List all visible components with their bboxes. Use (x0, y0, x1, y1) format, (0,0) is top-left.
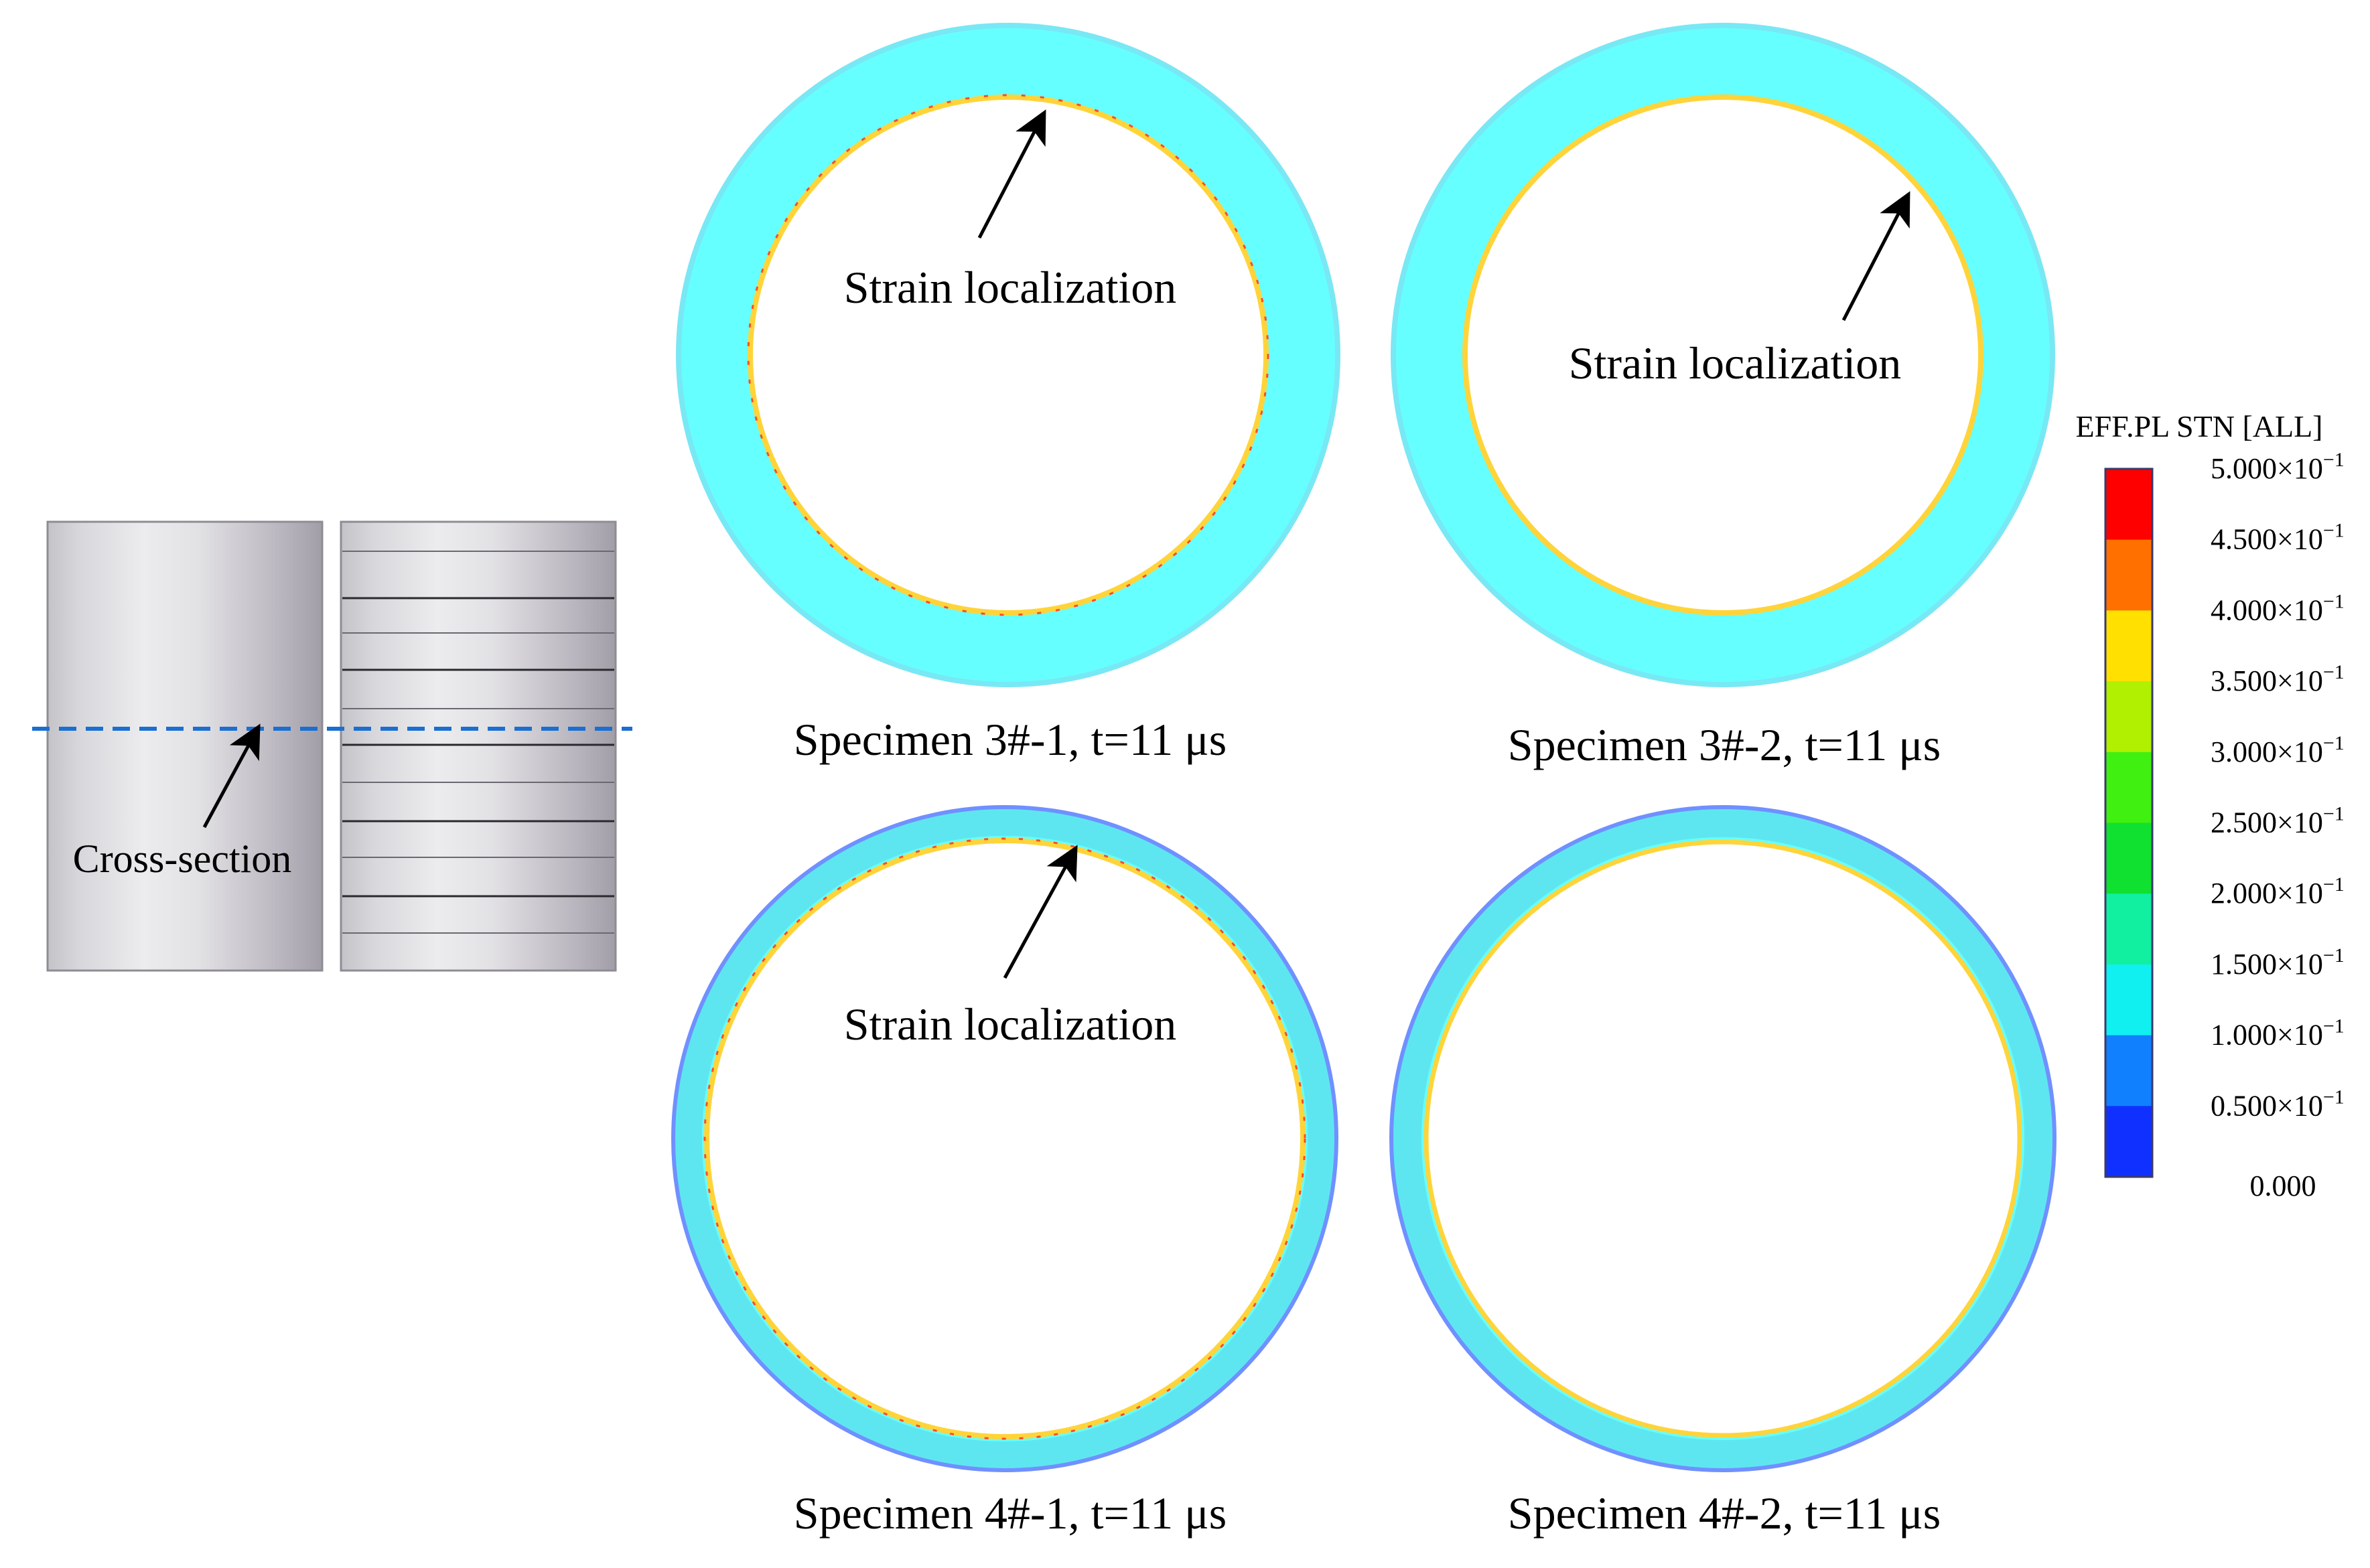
colorbar-segment (2105, 610, 2152, 682)
specimen-3-2: Strain localization Specimen 3#-2, t=11 … (1391, 23, 2055, 770)
colorbar-segment (2105, 752, 2152, 823)
cylinder-panel: Cross-section (32, 520, 632, 972)
specimen-caption: Specimen 4#-2, t=11 μs (1508, 1488, 1941, 1539)
specimen-caption: Specimen 3#-2, t=11 μs (1508, 719, 1941, 770)
colorbar-tick-label: 0.500×10−1 (2211, 1086, 2345, 1122)
ring-inner-hot-edge (747, 94, 1269, 616)
layer-lines (342, 551, 614, 934)
colorbar-tick-label: 1.000×10−1 (2211, 1015, 2345, 1052)
colorbar-tick-label: 0.000 (2250, 1169, 2316, 1202)
colorbar-tick-label: 4.000×10−1 (2211, 590, 2345, 626)
colorbar-segment (2105, 894, 2152, 965)
colorbar-frame (2104, 468, 2154, 1178)
specimen-4-2: Specimen 4#-2, t=11 μs (1389, 805, 2057, 1539)
colorbar-legend: EFF.PL STN [ALL] 5.000×10−1 4.500×10−1 4.0… (2075, 409, 2344, 1202)
localization-arrow (1841, 191, 1910, 322)
ring-inner-edge (704, 838, 1306, 1439)
colorbar-tick-label: 2.500×10−1 (2211, 803, 2345, 839)
localization-arrow (1003, 845, 1078, 979)
colorbar (2104, 468, 2154, 1178)
ring-inner-edge (1462, 94, 1983, 616)
colorbar-tick-label: 1.500×10−1 (2211, 944, 2345, 981)
colorbar-tick-label: 5.000×10−1 (2211, 449, 2345, 485)
specimen-4-1: Strain localization Specimen 4#-1, t=11 … (671, 805, 1338, 1539)
colorbar-segment (2105, 964, 2152, 1036)
colorbar-segment (2105, 469, 2152, 541)
legend-title: EFF.PL STN [ALL] (2075, 409, 2322, 443)
specimen-caption: Specimen 3#-1, t=11 μs (794, 714, 1227, 765)
localization-label: Strain localization (844, 262, 1177, 313)
colorbar-segment (2105, 539, 2152, 611)
solid-cylinder (46, 520, 324, 972)
colorbar-tick-label: 3.500×10−1 (2211, 661, 2345, 697)
colorbar-tick-label: 4.500×10−1 (2211, 520, 2345, 556)
cross-section-label: Cross-section (73, 837, 292, 881)
colorbar-segment (2105, 681, 2152, 753)
layered-cylinder (340, 520, 617, 972)
colorbar-ticks: 5.000×10−1 4.500×10−1 4.000×10−1 3.500×10−1… (2211, 449, 2345, 1202)
cross-section-arrow (202, 723, 261, 829)
ring-inner-edge (748, 94, 1269, 616)
colorbar-segment (2105, 1035, 2152, 1107)
colorbar-tick-label: 2.000×10−1 (2211, 873, 2345, 910)
ring-inner-edge (1423, 839, 2022, 1438)
colorbar-tick-label: 3.000×10−1 (2211, 732, 2345, 768)
localization-label: Strain localization (844, 999, 1177, 1050)
localization-label: Strain localization (1569, 338, 1902, 388)
specimen-caption: Specimen 4#-1, t=11 μs (794, 1488, 1227, 1539)
colorbar-segment (2105, 823, 2152, 894)
ring-inner-hot-edge (703, 837, 1306, 1440)
specimen-3-1: Strain localization Specimen 3#-1, t=11 … (676, 23, 1340, 765)
localization-arrow (977, 109, 1046, 239)
colorbar-segment (2105, 1106, 2152, 1178)
